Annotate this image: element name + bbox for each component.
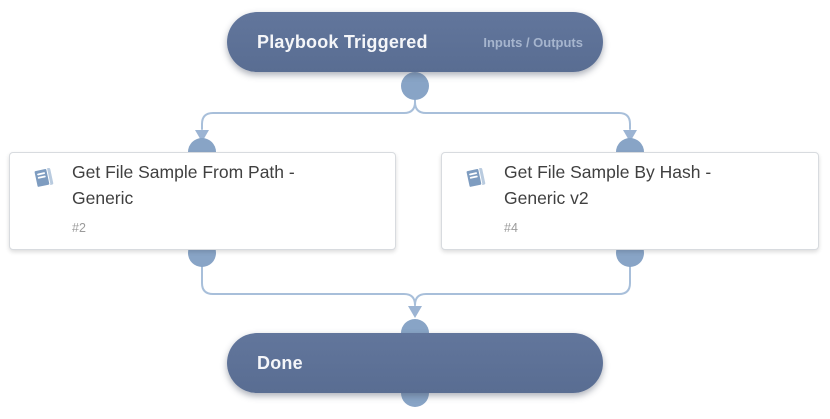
arrowhead-icon — [195, 130, 209, 142]
trigger-node-label: Playbook Triggered — [257, 31, 428, 52]
connector-line — [414, 97, 631, 130]
playbook-trigger-node[interactable]: Playbook Triggered Inputs / Outputs — [227, 12, 603, 72]
arrowhead-icon — [623, 130, 637, 142]
book-icon — [33, 168, 54, 188]
connector-line — [201, 97, 416, 130]
done-node-label: Done — [257, 352, 303, 373]
connector-line — [201, 263, 416, 306]
task-title: Get File Sample From Path - Generic — [72, 162, 295, 208]
done-node[interactable]: Done — [227, 333, 603, 393]
book-icon — [465, 168, 486, 188]
task-card-get-file-sample-by-hash[interactable]: Get File Sample By Hash - Generic v2 #4 — [441, 152, 819, 250]
task-card-get-file-sample-from-path[interactable]: Get File Sample From Path - Generic #2 — [9, 152, 396, 250]
task-id-badge: #2 — [72, 221, 86, 235]
connector-dot — [401, 72, 429, 100]
task-title: Get File Sample By Hash - Generic v2 — [504, 162, 712, 208]
arrowhead-icon — [408, 306, 422, 318]
connector-line — [414, 263, 631, 306]
task-id-badge: #4 — [504, 221, 518, 235]
inputs-outputs-link[interactable]: Inputs / Outputs — [483, 34, 583, 50]
